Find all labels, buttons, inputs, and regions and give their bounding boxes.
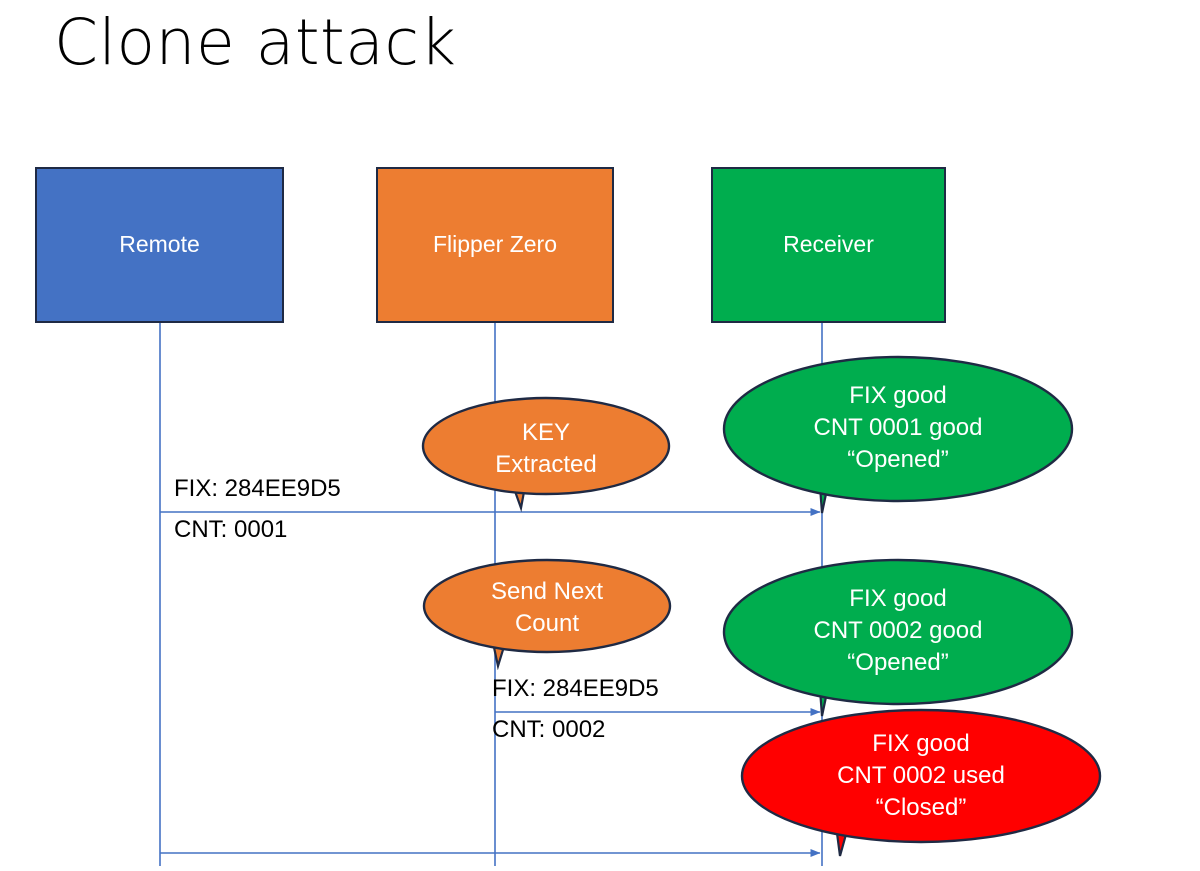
callout-receiver-ok-0002-shape (722, 558, 1074, 717)
message-2-line-2: CNT: 0002 (492, 716, 606, 743)
callout-send-next-count-text: Send Next Count (491, 576, 603, 640)
callout-receiver-ok-0002[interactable]: FIX good CNT 0002 good “Opened” (722, 558, 1074, 718)
actor-box-flipper-zero[interactable]: Flipper Zero (376, 167, 614, 323)
callout-line: CNT 0002 good (813, 617, 983, 645)
callout-line: CNT 0001 good (813, 414, 983, 442)
callout-line: FIX good (849, 585, 947, 613)
actor-box-remote[interactable]: Remote (35, 167, 284, 323)
callout-line: Count (514, 610, 580, 637)
message-1-line-1: FIX: 284EE9D5 (174, 475, 341, 502)
callout-receiver-ok-0002-text: FIX good CNT 0002 good “Opened” (813, 583, 982, 679)
callout-line: FIX good (849, 382, 947, 410)
actor-box-receiver[interactable]: Receiver (711, 167, 946, 323)
callout-receiver-ok-0001-text: FIX good CNT 0001 good “Opened” (813, 380, 982, 476)
callout-receiver-reject-0002-text: FIX good CNT 0002 used “Closed” (837, 728, 1005, 824)
callout-line: “Opened” (847, 648, 949, 676)
callout-key-extracted[interactable]: KEY Extracted (421, 396, 671, 514)
callout-line: Extracted (495, 451, 597, 478)
callout-key-extracted-shape (421, 396, 671, 513)
message-1-line-2: CNT: 0001 (174, 516, 288, 543)
message-2-line-1: FIX: 284EE9D5 (492, 675, 659, 702)
callout-line: FIX good (872, 730, 970, 758)
callout-receiver-ok-0001[interactable]: FIX good CNT 0001 good “Opened” (722, 355, 1074, 515)
callout-send-next-count[interactable]: Send Next Count (422, 558, 672, 670)
callout-line: Send Next (490, 578, 604, 606)
callout-receiver-reject-0002[interactable]: FIX good CNT 0002 used “Closed” (740, 708, 1102, 858)
callout-send-next-count-shape (422, 558, 672, 670)
actor-label-remote: Remote (119, 231, 200, 258)
callout-line: KEY (521, 419, 570, 447)
callout-line: CNT 0002 used (837, 762, 1005, 790)
callout-receiver-reject-0002-shape (740, 708, 1102, 857)
callout-line: “Closed” (875, 793, 967, 821)
callout-key-extracted-text: KEY Extracted (495, 417, 596, 481)
callout-receiver-ok-0001-shape (722, 355, 1074, 514)
callout-line: “Opened” (847, 445, 949, 473)
actor-label-receiver: Receiver (783, 231, 874, 258)
page-title: Clone attack (54, 6, 457, 79)
actor-label-flipper-zero: Flipper Zero (433, 231, 557, 258)
